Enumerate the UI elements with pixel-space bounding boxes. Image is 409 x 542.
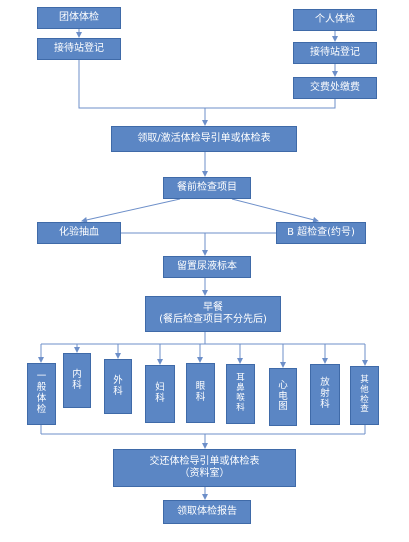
blood-test-label: 化验抽血 — [59, 226, 99, 238]
breakfast-label: 早餐 — [203, 301, 223, 313]
urine-sample-label: 留置尿液标本 — [177, 260, 237, 272]
group-checkup-label: 团体体检 — [59, 11, 99, 23]
b-ultrasound-label: B 超检查(约号) — [287, 226, 355, 238]
blood-test-box: 化验抽血 — [37, 222, 121, 244]
breakfast-box: 早餐 (餐后检查项目不分先后) — [145, 296, 281, 332]
dept-box-internal: 内科 — [63, 353, 91, 408]
individual-registration-label: 接待站登记 — [310, 46, 360, 58]
group-registration-box: 接待站登记 — [37, 38, 121, 60]
arrow-premeal-to-ultrasound — [231, 198, 319, 223]
return-forms-note: （资料室） — [179, 468, 230, 479]
premeal-box: 餐前检查项目 — [163, 177, 251, 199]
dept-label-internal: 内科 — [72, 368, 82, 391]
dept-box-ophthalmology: 眼科 — [186, 363, 215, 423]
line-group-merge — [78, 60, 205, 109]
get-guide-label: 领取/激活体检导引单或体检表 — [137, 132, 271, 144]
line-individual-merge — [205, 99, 336, 109]
payment-label: 交费处缴费 — [310, 81, 360, 93]
b-ultrasound-box: B 超检查(约号) — [276, 222, 366, 244]
group-checkup-box: 团体体检 — [37, 7, 121, 29]
individual-checkup-box: 个人体检 — [293, 9, 377, 31]
arrow-premeal-to-blood — [81, 198, 181, 223]
get-report-label: 领取体检报告 — [177, 505, 237, 517]
dept-label-radiology: 放射科 — [320, 377, 330, 410]
get-guide-box: 领取/激活体检导引单或体检表 — [111, 126, 297, 152]
dept-label-general: 一般体检 — [36, 371, 47, 415]
dept-label-gynecology: 妇科 — [155, 382, 165, 404]
urine-sample-box: 留置尿液标本 — [163, 256, 251, 278]
dept-box-gynecology: 妇科 — [145, 365, 175, 423]
dept-label-ecg: 心电图 — [278, 379, 288, 413]
dept-box-ent: 耳鼻喉科 — [226, 364, 255, 424]
dept-label-other: 其他检查 — [360, 374, 369, 415]
individual-registration-box: 接待站登记 — [293, 42, 377, 64]
dept-box-ecg: 心电图 — [269, 368, 297, 426]
premeal-label: 餐前检查项目 — [177, 181, 237, 193]
dept-box-radiology: 放射科 — [310, 364, 340, 425]
payment-box: 交费处缴费 — [293, 77, 377, 99]
dept-label-ophthalmology: 眼科 — [195, 381, 206, 403]
dept-box-surgery: 外科 — [104, 359, 132, 414]
individual-checkup-label: 个人体检 — [315, 13, 355, 25]
return-forms-box: 交还体检导引单或体检表 （资料室） — [113, 449, 296, 487]
dept-box-other: 其他检查 — [350, 366, 379, 425]
group-registration-label: 接待站登记 — [54, 42, 104, 54]
dept-label-surgery: 外科 — [113, 374, 123, 397]
breakfast-note: (餐后检查项目不分先后) — [159, 314, 267, 325]
dept-label-ent: 耳鼻喉科 — [236, 373, 245, 413]
return-forms-label: 交还体检导引单或体检表 — [149, 455, 260, 467]
get-report-box: 领取体检报告 — [163, 500, 251, 524]
dept-box-general: 一般体检 — [27, 363, 56, 425]
